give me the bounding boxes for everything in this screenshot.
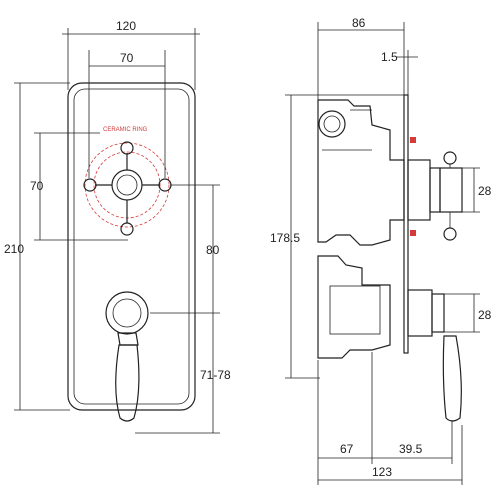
dim-inner-width-label: 70 [120, 51, 134, 65]
dim-upper-spindle-label: 28 [478, 184, 492, 198]
dim-spindle-depth-label: 39.5 [399, 442, 423, 456]
cross-knob-bottom [120, 222, 134, 236]
top-handle-hub [111, 169, 143, 201]
top-handle-hub-inner [116, 174, 138, 196]
diverter-block [329, 285, 381, 335]
upper-spindle-shroud [407, 159, 431, 221]
dim-top-width-label: 86 [352, 16, 366, 30]
dim-overall-depth-label: 123 [372, 465, 392, 479]
upper-inlet-inner [323, 115, 341, 133]
dim-center-spacing-label: 80 [206, 243, 220, 257]
front-plate [67, 82, 196, 411]
lower-lever-handle [442, 335, 462, 422]
side-view: 86 1.5 178.5 28 28 67 39.5 123 [270, 16, 492, 485]
upper-handle-hub [439, 167, 463, 213]
lever-neck [117, 332, 139, 346]
lower-spindle-collar [431, 293, 445, 333]
dim-width-label: 120 [116, 19, 136, 33]
ring-marker-top [410, 137, 416, 143]
valve-body-upper [317, 99, 405, 246]
valve-body-lower [317, 255, 391, 359]
cross-knob-left [83, 178, 97, 192]
cross-knob-top [120, 141, 134, 155]
lower-spindle-shroud [407, 289, 433, 337]
front-plate-inner [73, 88, 190, 405]
upper-cross-knob-top [443, 151, 457, 165]
dim-handle-spacing-label: 70 [30, 179, 44, 193]
upper-cross-knob-bottom [443, 227, 457, 241]
dim-height-label: 210 [4, 242, 24, 256]
upper-spindle-collar [429, 167, 441, 213]
dim-lower-spindle-label: 28 [478, 308, 492, 322]
lever-boss-inner [112, 298, 142, 328]
side-plate [403, 94, 409, 354]
ceramic-ring-label: CERAMIC RING [103, 127, 148, 133]
ring-marker-bottom [410, 230, 416, 236]
dim-plate-label: 1.5 [381, 50, 398, 64]
ceramic-ring-outline [84, 142, 170, 228]
dim-depth-range-label: 71-78 [200, 368, 231, 382]
upper-inlet [318, 110, 346, 138]
front-view: CERAMIC RING 120 70 210 [4, 19, 231, 434]
lever-boss [105, 291, 149, 335]
dim-body-depth-label: 67 [340, 442, 354, 456]
dim-side-height-label: 178.5 [270, 231, 300, 245]
lever-handle [115, 344, 140, 422]
